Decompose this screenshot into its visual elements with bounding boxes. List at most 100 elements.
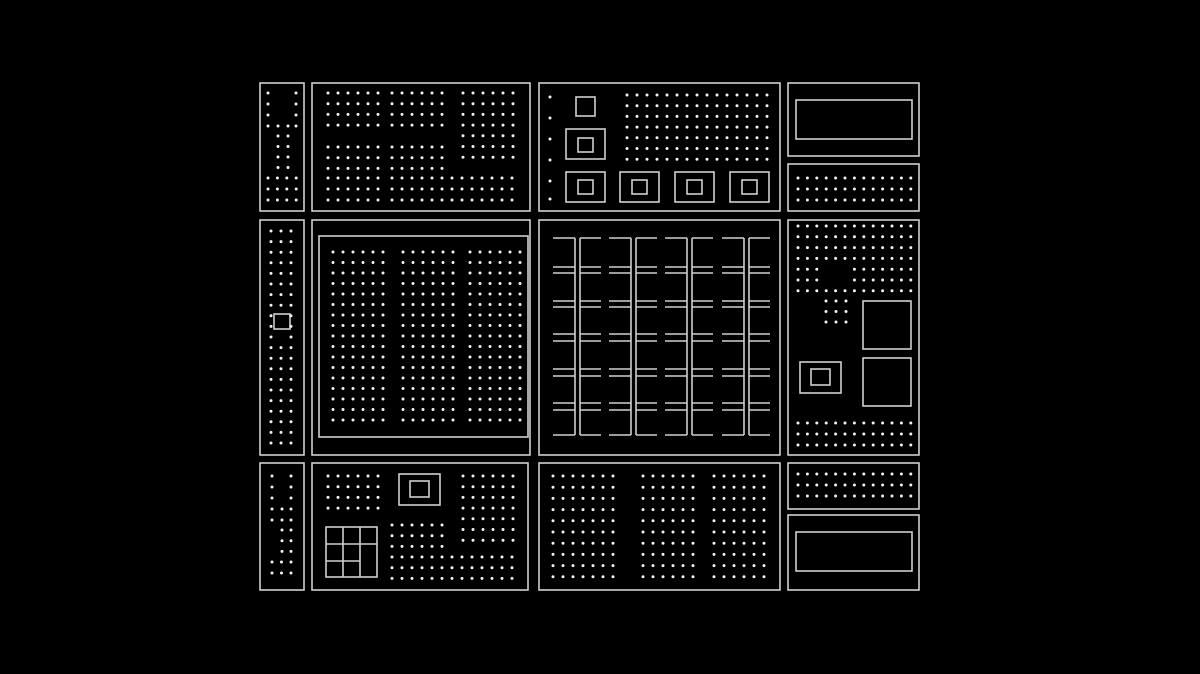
pin-dot: [641, 496, 645, 500]
pin-dot: [331, 334, 335, 338]
pin-dot: [289, 420, 293, 424]
pin-dot: [356, 474, 360, 478]
pin-dot: [561, 496, 565, 500]
block-i: [259, 462, 305, 591]
pin-dot: [441, 250, 445, 254]
pin-dot: [400, 566, 404, 570]
pin-dot: [411, 366, 415, 369]
pin-dot: [681, 541, 685, 545]
pin-dot: [752, 474, 756, 478]
pin-dot: [551, 508, 555, 512]
pin-dot: [909, 289, 913, 293]
pin-dot: [843, 443, 847, 447]
pin-dot: [899, 198, 903, 202]
pin-dot: [890, 289, 894, 293]
pin-dot: [834, 432, 838, 436]
pin-dot: [356, 112, 360, 116]
pin-dot: [742, 575, 746, 579]
pin-dot: [480, 176, 484, 180]
pin-dot: [735, 147, 739, 150]
pin-dot: [478, 303, 482, 306]
pin-dot: [909, 235, 913, 239]
pin-dot: [511, 538, 515, 542]
pin-dot: [722, 474, 726, 478]
pin-dot: [440, 166, 444, 170]
pin-dot: [336, 198, 340, 202]
pin-dot: [571, 575, 575, 579]
pin-dot: [279, 250, 283, 254]
pin-dot: [625, 125, 629, 129]
pin-dot: [834, 256, 838, 260]
pin-dot: [591, 530, 595, 534]
pin-dot: [371, 313, 375, 317]
pin-dot: [441, 408, 445, 411]
pin-dot: [498, 324, 502, 327]
pin-dot: [491, 538, 495, 542]
pin-dot: [326, 166, 330, 170]
pin-dot: [665, 93, 669, 97]
pin-dot: [351, 376, 355, 380]
pin-dot: [371, 261, 375, 264]
pin-dot: [601, 508, 605, 512]
pin-dot: [481, 485, 485, 489]
pin-dot: [420, 166, 424, 170]
pin-dot: [508, 387, 512, 390]
pin-dot: [881, 432, 885, 436]
pin-dot: [890, 421, 894, 425]
pin-dot: [401, 408, 405, 411]
pin-dot: [742, 496, 746, 500]
pin-dot: [478, 408, 482, 411]
pin-dot: [762, 485, 766, 489]
pin-dot: [431, 376, 435, 380]
pin-dot: [805, 246, 809, 250]
pin-dot: [871, 421, 875, 425]
pin-dot: [601, 552, 605, 556]
pin-dot: [601, 541, 605, 545]
pin-dot: [341, 387, 345, 390]
pin-dot: [890, 494, 894, 498]
pin-dot: [510, 555, 514, 559]
pin-dot: [451, 366, 455, 369]
pin-dot: [326, 145, 330, 149]
pin-dot: [478, 345, 482, 348]
pin-dot: [661, 508, 665, 512]
pin-dot: [361, 334, 365, 338]
pin-dot: [401, 376, 405, 380]
pin-dot: [470, 555, 474, 559]
pin-dot: [625, 114, 629, 118]
pin-dot: [815, 176, 819, 180]
block-h: [787, 219, 920, 456]
pin-dot: [471, 506, 475, 510]
pin-dot: [421, 408, 425, 411]
pin-dot: [645, 147, 649, 150]
pin-dot: [371, 250, 375, 254]
pin-dot: [712, 508, 716, 512]
pin-dot: [276, 166, 280, 169]
pin-dot: [341, 303, 345, 306]
pin-dot: [491, 91, 495, 95]
pin-dot: [899, 267, 903, 271]
block-e: [259, 219, 305, 456]
pin-dot: [441, 313, 445, 317]
pin-dot: [518, 324, 522, 327]
pin-dot: [725, 93, 729, 97]
pin-dot: [346, 156, 350, 160]
pin-dot: [722, 519, 726, 523]
pin-dot: [431, 334, 435, 338]
pin-dot: [401, 345, 405, 348]
pin-dot: [390, 566, 394, 570]
pin-dot: [712, 530, 716, 534]
pin-dot: [762, 575, 766, 579]
pin-dot: [440, 544, 444, 548]
pin-dot: [269, 293, 273, 297]
pin-dot: [641, 474, 645, 478]
pin-dot: [440, 123, 444, 127]
pin-dot: [481, 145, 485, 148]
pin-dot: [326, 187, 330, 191]
pin-dot: [366, 495, 370, 499]
pin-dot: [410, 166, 414, 170]
pin-dot: [796, 289, 800, 293]
pin-dot: [508, 376, 512, 380]
pin-dot: [401, 397, 405, 401]
